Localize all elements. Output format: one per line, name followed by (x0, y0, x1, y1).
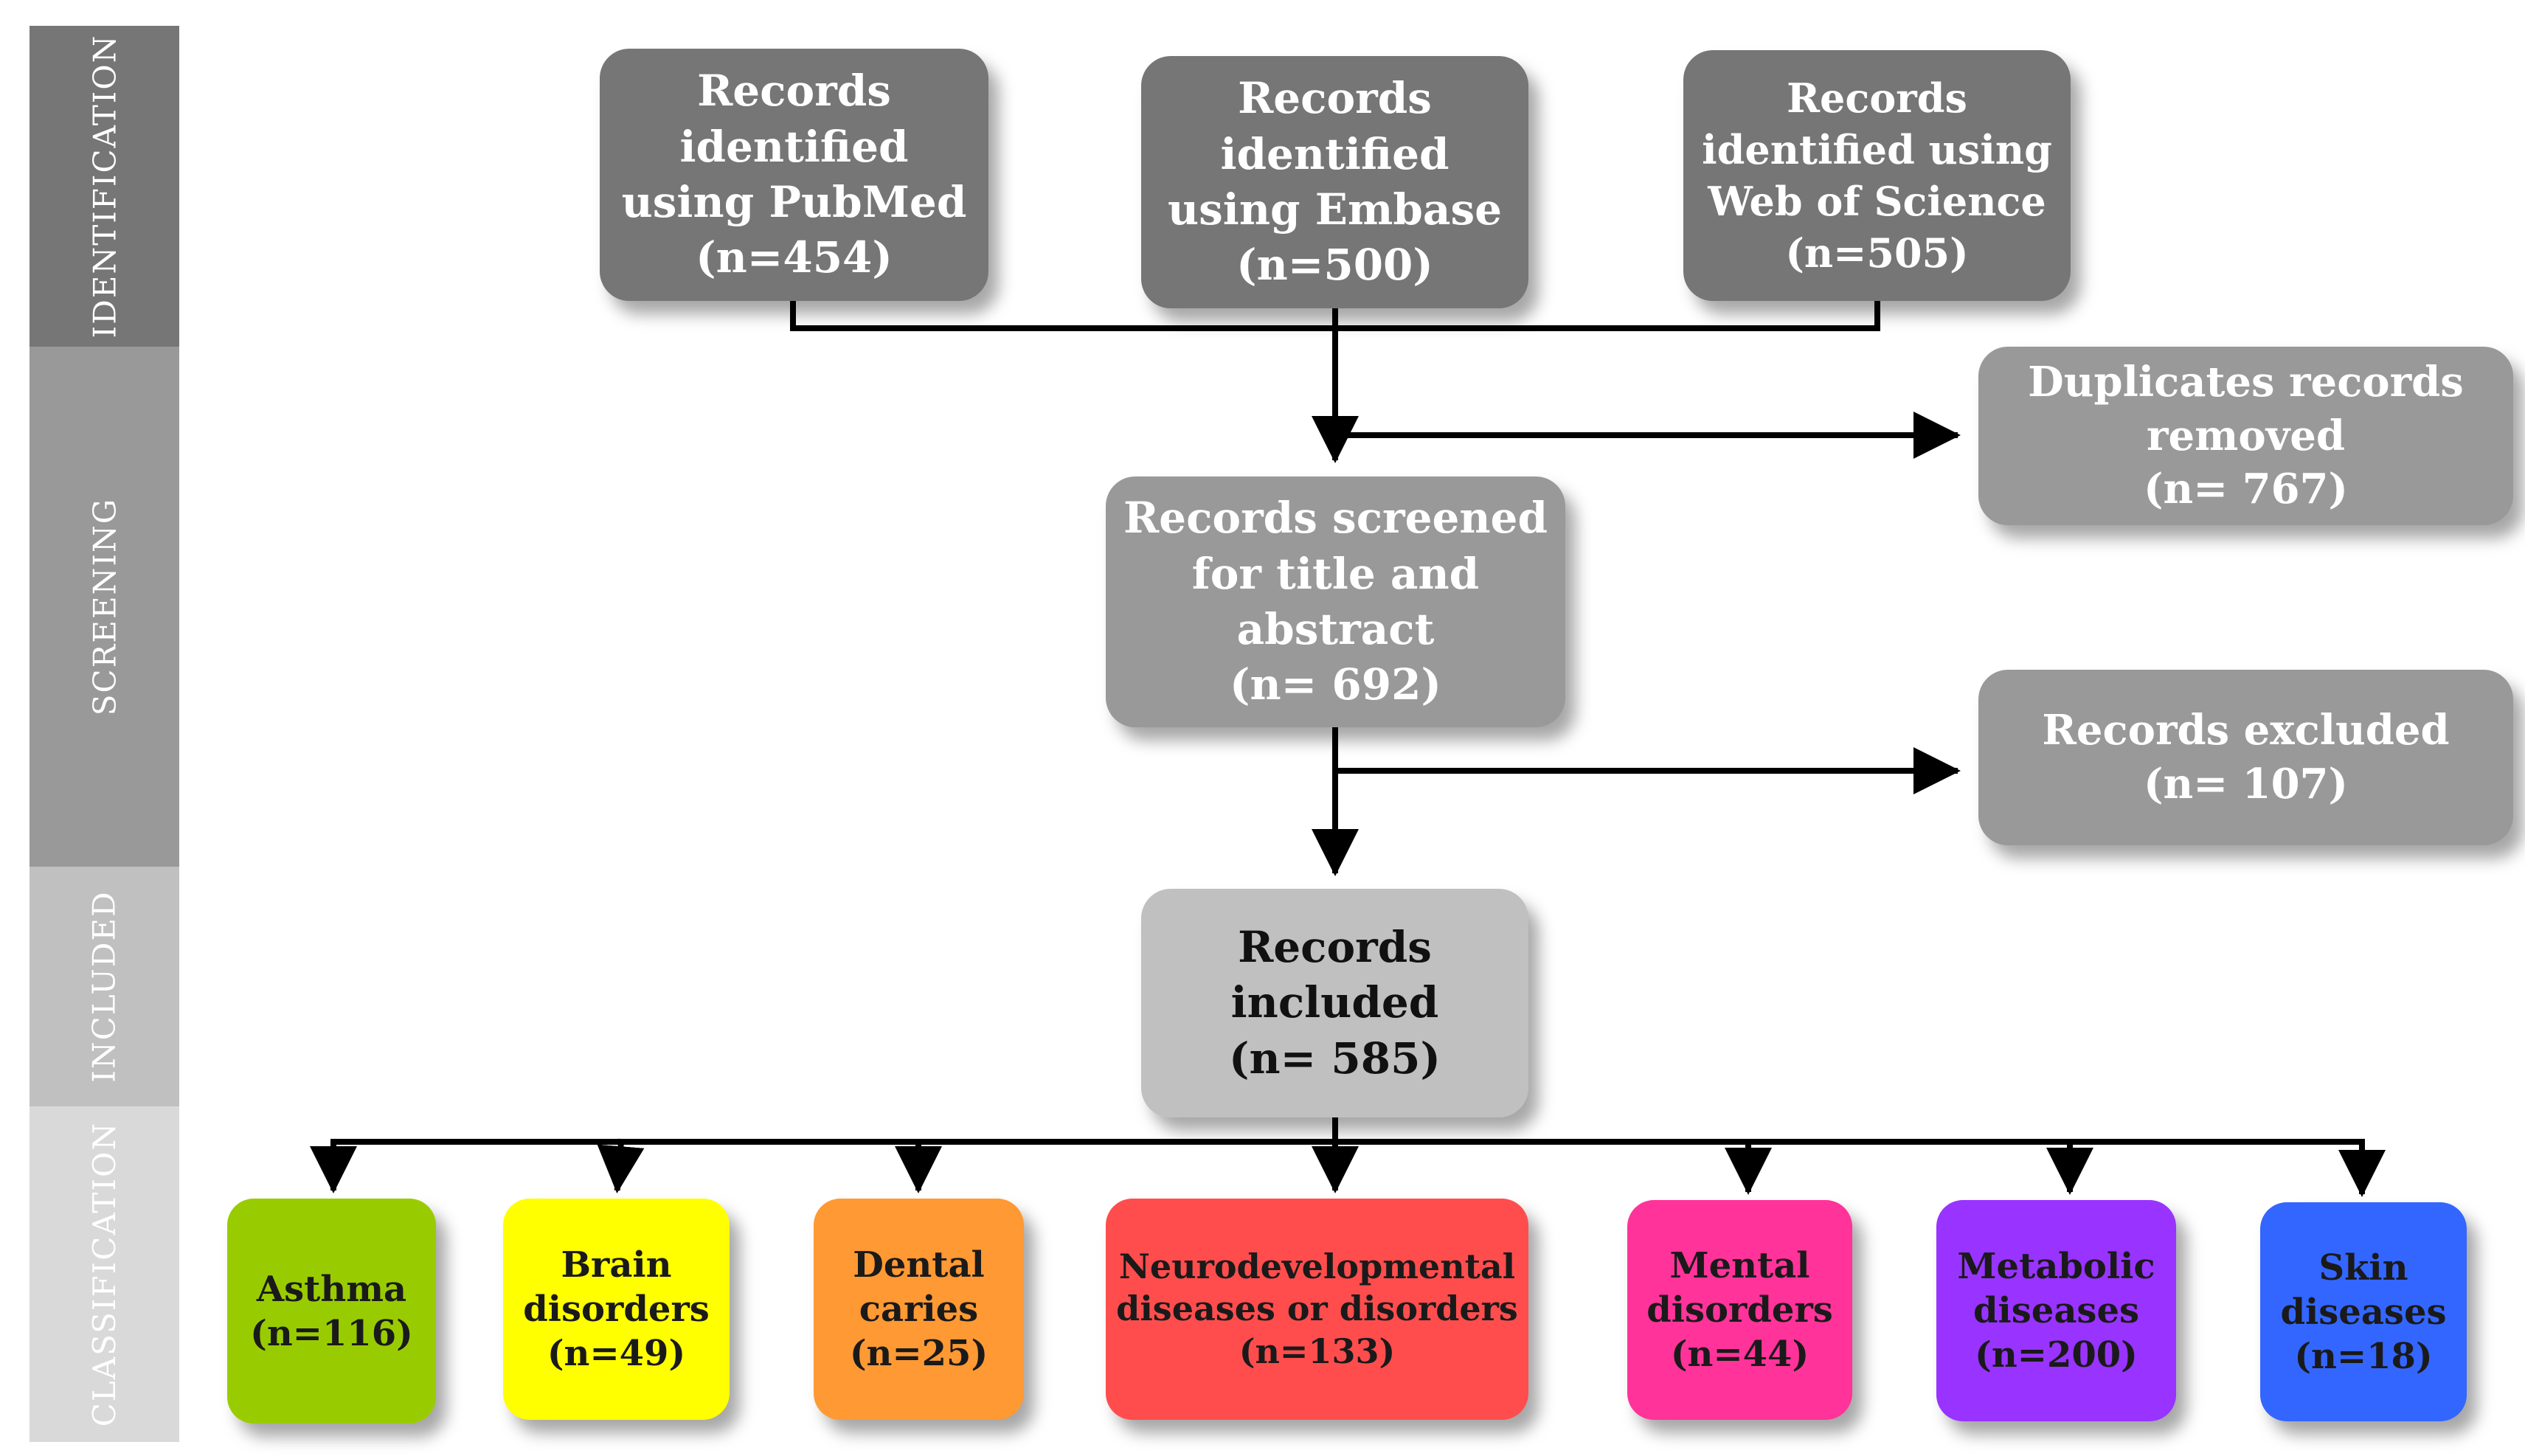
stage-band-identification: IDENTIFICATION (30, 26, 179, 347)
included-line: included (1230, 977, 1439, 1028)
neurodevelopmental-count: (n=133) (1239, 1331, 1396, 1371)
mental-disorders-box: Mental disorders (n=44) (1627, 1200, 1852, 1420)
web-of-science-line: Web of Science (1708, 178, 2046, 225)
pubmed-box: Records identified using PubMed (n=454) (600, 49, 988, 301)
records-screened-box: Records screened for title and abstract … (1106, 476, 1565, 727)
brain-disorders-box: Brain disorders (n=49) (503, 1199, 730, 1420)
duplicates-line: Duplicates records (2028, 357, 2464, 406)
web-of-science-count: (n=505) (1785, 229, 1969, 277)
metabolic-diseases-box: Metabolic diseases (n=200) (1936, 1200, 2176, 1421)
mental-disorders-label: disorders (1646, 1289, 1833, 1331)
asthma-box: Asthma (n=116) (227, 1199, 436, 1424)
dental-caries-label: Dental (853, 1244, 985, 1286)
neurodevelopmental-label: diseases or disorders (1116, 1289, 1518, 1329)
mental-disorders-count: (n=44) (1670, 1334, 1809, 1375)
embase-line: Records (1238, 73, 1432, 124)
records-included-box: Records included (n= 585) (1141, 889, 1528, 1117)
excluded-count: (n= 107) (2143, 760, 2349, 808)
dental-caries-box: Dental caries (n=25) (814, 1199, 1024, 1420)
screened-line: Records screened (1123, 493, 1548, 544)
pubmed-count: (n=454) (696, 232, 893, 283)
records-excluded-box: Records excluded (n= 107) (1978, 670, 2513, 845)
stage-band-included: INCLUDED (30, 867, 179, 1106)
brain-disorders-label: disorders (523, 1289, 710, 1330)
included-count: (n= 585) (1229, 1033, 1441, 1084)
dental-caries-count: (n=25) (849, 1333, 988, 1374)
metabolic-diseases-count: (n=200) (1975, 1334, 2138, 1376)
excluded-line: Records excluded (2042, 706, 2450, 755)
metabolic-diseases-label: Metabolic (1957, 1246, 2155, 1287)
duplicates-count: (n= 767) (2143, 465, 2349, 514)
screened-line: abstract (1236, 604, 1435, 654)
web-of-science-line: identified using (1702, 125, 2052, 173)
embase-line: using Embase (1167, 184, 1503, 235)
skin-diseases-label: Skin (2318, 1247, 2408, 1289)
neurodevelopmental-label: Neurodevelopmental (1118, 1246, 1516, 1286)
skin-diseases-box: Skin diseases (n=18) (2260, 1202, 2467, 1421)
asthma-label: Asthma (256, 1268, 407, 1310)
neurodevelopmental-box: Neurodevelopmental diseases or disorders… (1106, 1199, 1528, 1420)
screened-line: for title and (1191, 548, 1480, 599)
skin-diseases-count: (n=18) (2294, 1335, 2433, 1377)
duplicates-removed-box: Duplicates records removed (n= 767) (1978, 347, 2513, 525)
stage-band-screening: SCREENING (30, 347, 179, 867)
web-of-science-box: Records identified using Web of Science … (1683, 50, 2071, 301)
embase-line: identified (1220, 128, 1449, 179)
web-of-science-line: Records (1787, 74, 1967, 122)
embase-box: Records identified using Embase (n=500) (1141, 56, 1528, 308)
arrow-to-brain (597, 1138, 645, 1193)
asthma-count: (n=116) (250, 1312, 413, 1354)
screened-count: (n= 692) (1230, 659, 1441, 710)
mental-disorders-label: Mental (1669, 1245, 1810, 1286)
skin-diseases-label: diseases (2280, 1291, 2447, 1333)
dental-caries-label: caries (859, 1289, 979, 1330)
pubmed-line: Records (697, 66, 891, 117)
pubmed-line: identified (679, 121, 909, 172)
metabolic-diseases-label: diseases (1972, 1290, 2140, 1331)
brain-disorders-label: Brain (561, 1244, 672, 1286)
included-line: Records (1238, 921, 1432, 972)
embase-count: (n=500) (1236, 240, 1433, 291)
pubmed-line: using PubMed (621, 177, 967, 227)
stage-band-classification: CLASSIFICATION (30, 1106, 179, 1442)
duplicates-line: removed (2146, 411, 2346, 460)
brain-disorders-count: (n=49) (547, 1333, 686, 1374)
